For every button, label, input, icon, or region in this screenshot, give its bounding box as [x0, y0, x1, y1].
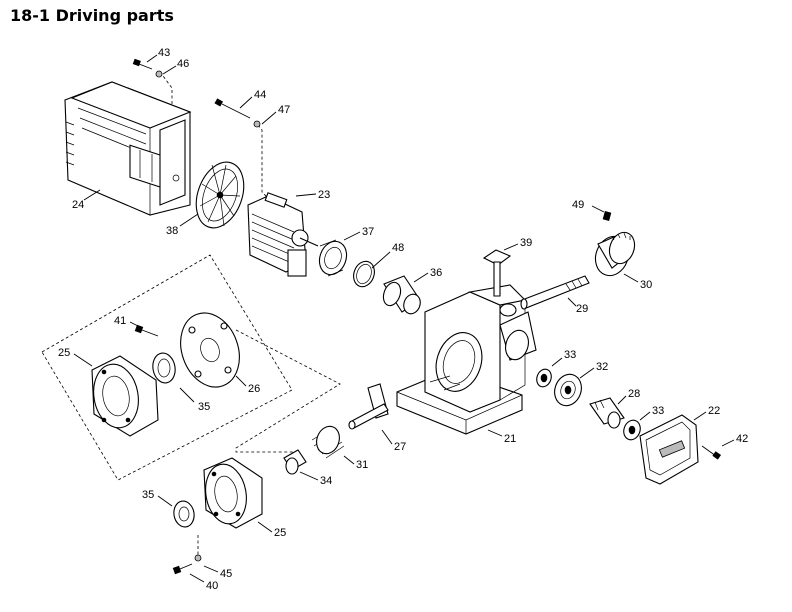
- callout-49: 49: [572, 199, 584, 211]
- callout-23: 23: [318, 189, 330, 201]
- diaphragm-35-lower: [173, 500, 195, 528]
- flange-26: [180, 312, 240, 388]
- callout-25-lower: 25: [274, 527, 286, 539]
- callout-48: 48: [392, 242, 404, 254]
- bearing-32: [554, 373, 582, 407]
- sleeve-34: [283, 449, 307, 475]
- assembly-outline-upper: [41, 254, 293, 481]
- shaft-28: [589, 397, 625, 429]
- callout-27: 27: [394, 441, 406, 453]
- callout-42: 42: [736, 433, 748, 445]
- callout-28: 28: [628, 388, 640, 400]
- callout-36: 36: [430, 267, 442, 279]
- bearing-housing-37: [318, 239, 348, 277]
- callout-39: 39: [520, 237, 532, 249]
- spring-31: [311, 425, 345, 459]
- leader-lines: [73, 54, 735, 583]
- cover-plate-22: [639, 414, 699, 485]
- callout-41: 41: [114, 315, 126, 327]
- fan-part: [195, 161, 245, 229]
- callout-25-upper: 25: [58, 347, 70, 359]
- motor-part: [247, 192, 319, 277]
- callout-24: 24: [72, 199, 84, 211]
- callout-34: 34: [320, 475, 332, 487]
- callout-35-lower: 35: [142, 489, 154, 501]
- callout-37: 37: [362, 226, 374, 238]
- bearing-33-upper: [536, 368, 552, 388]
- callout-35-upper: 35: [198, 401, 210, 413]
- knob-39: [482, 249, 512, 297]
- callout-29: 29: [576, 303, 588, 315]
- screw-40: [172, 563, 193, 575]
- callout-21: 21: [504, 433, 516, 445]
- callout-32: 32: [596, 361, 608, 373]
- diaphragm-head-25-lower: [203, 457, 263, 529]
- callout-47: 47: [278, 104, 290, 116]
- callout-30: 30: [640, 279, 652, 291]
- assembly-outline-lower: [235, 329, 341, 453]
- plunger-27: [348, 383, 389, 430]
- o-ring-48: [353, 260, 375, 288]
- callout-43: 43: [158, 47, 170, 59]
- washer-46: [155, 70, 163, 78]
- callout-26: 26: [248, 383, 260, 395]
- gear-housing-part: [396, 284, 537, 435]
- callout-31: 31: [356, 459, 368, 471]
- washer-47: [253, 120, 261, 128]
- screw-42: [701, 445, 722, 460]
- callout-33-upper: 33: [564, 349, 576, 361]
- callout-labels: 43 46 44 47 24 23 38 37 48 36 39 49 30 2…: [58, 47, 748, 592]
- screw-44: [214, 98, 251, 119]
- page-title: 18-1 Driving parts: [10, 6, 174, 25]
- screw-guide-44: [257, 124, 271, 201]
- callout-22: 22: [708, 405, 720, 417]
- set-screw-49: [602, 210, 612, 222]
- screw-41: [134, 324, 159, 337]
- coupling-36: [382, 275, 421, 315]
- shaft-29: [520, 275, 590, 310]
- motor-cover-part: [64, 81, 192, 216]
- callout-46: 46: [177, 58, 189, 70]
- callout-38: 38: [166, 225, 178, 237]
- washer-45: [194, 554, 202, 562]
- callout-33-lower: 33: [652, 405, 664, 417]
- diaphragm-35-upper: [152, 352, 176, 384]
- bearing-33-lower: [623, 419, 641, 441]
- screw-43: [132, 58, 153, 70]
- callout-45: 45: [220, 568, 232, 580]
- gear-30: [594, 231, 636, 277]
- screw-guide-43: [159, 71, 173, 108]
- diaphragm-head-25-upper: [91, 355, 159, 437]
- callout-44: 44: [254, 89, 266, 101]
- callout-40: 40: [206, 580, 218, 592]
